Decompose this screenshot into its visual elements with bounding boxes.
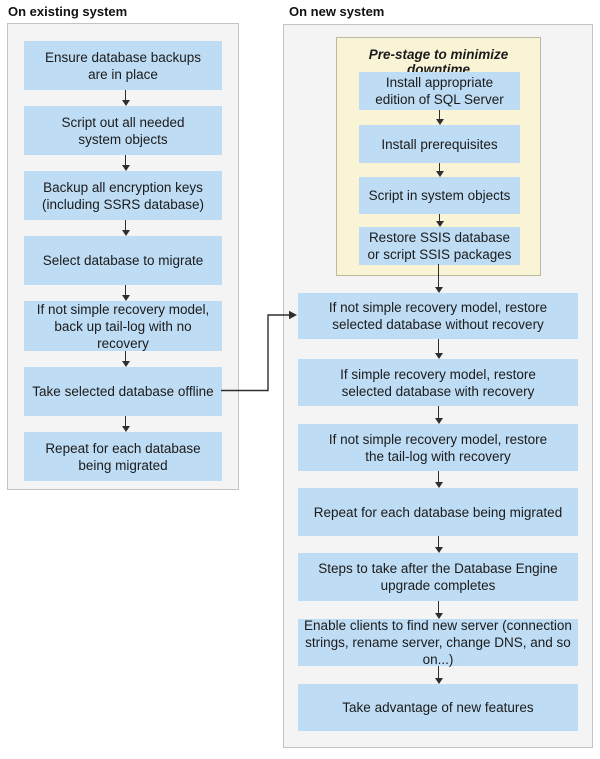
step-script-in-objects: Script in system objects bbox=[359, 177, 520, 214]
arrow-down-icon bbox=[121, 155, 130, 171]
step-take-advantage-features: Take advantage of new features bbox=[298, 684, 578, 731]
arrow-down-icon bbox=[434, 666, 443, 684]
arrow-down-icon bbox=[434, 601, 443, 619]
step-backup-encryption-keys: Backup all encryption keys (including SS… bbox=[24, 171, 222, 220]
step-restore-ssis: Restore SSIS database or script SSIS pac… bbox=[359, 227, 520, 265]
step-restore-tail-log: If not simple recovery model, restore th… bbox=[298, 424, 578, 471]
arrow-down-icon bbox=[434, 264, 443, 293]
arrow-down-icon bbox=[435, 163, 444, 177]
arrow-down-icon bbox=[434, 536, 443, 553]
step-enable-clients-find-server: Enable clients to find new server (conne… bbox=[298, 618, 578, 667]
arrow-down-icon bbox=[121, 220, 130, 236]
step-ensure-backups: Ensure database backups are in place bbox=[24, 41, 222, 90]
new-system-heading: On new system bbox=[289, 4, 385, 19]
arrow-down-icon bbox=[434, 406, 443, 424]
prestage-group: Pre-stage to minimize downtime Install a… bbox=[336, 37, 541, 276]
arrow-down-icon bbox=[121, 416, 130, 432]
step-install-sql-server: Install appropriate edition of SQL Serve… bbox=[359, 72, 520, 110]
step-install-prerequisites: Install prerequisites bbox=[359, 125, 520, 163]
arrow-down-icon bbox=[121, 90, 130, 106]
step-restore-without-recovery: If not simple recovery model, restore se… bbox=[298, 293, 578, 339]
step-select-database: Select database to migrate bbox=[24, 236, 222, 285]
arrow-down-icon bbox=[121, 351, 130, 367]
arrow-down-icon bbox=[435, 214, 444, 227]
arrow-down-icon bbox=[121, 285, 130, 301]
step-repeat-each-database-new: Repeat for each database being migrated bbox=[298, 488, 578, 536]
new-system-panel: Pre-stage to minimize downtime Install a… bbox=[283, 24, 593, 748]
step-repeat-each-database: Repeat for each database being migrated bbox=[24, 432, 222, 481]
step-script-out-objects: Script out all needed system objects bbox=[24, 106, 222, 155]
step-post-upgrade-steps: Steps to take after the Database Engine … bbox=[298, 553, 578, 601]
arrow-down-icon bbox=[434, 471, 443, 488]
step-backup-tail-log: If not simple recovery model, back up ta… bbox=[24, 301, 222, 351]
step-restore-with-recovery: If simple recovery model, restore select… bbox=[298, 359, 578, 406]
existing-system-heading: On existing system bbox=[8, 4, 128, 19]
arrow-down-icon bbox=[434, 339, 443, 359]
existing-system-panel: Ensure database backups are in place Scr… bbox=[7, 23, 239, 490]
step-take-database-offline: Take selected database offline bbox=[24, 367, 222, 416]
arrow-down-icon bbox=[435, 110, 444, 125]
